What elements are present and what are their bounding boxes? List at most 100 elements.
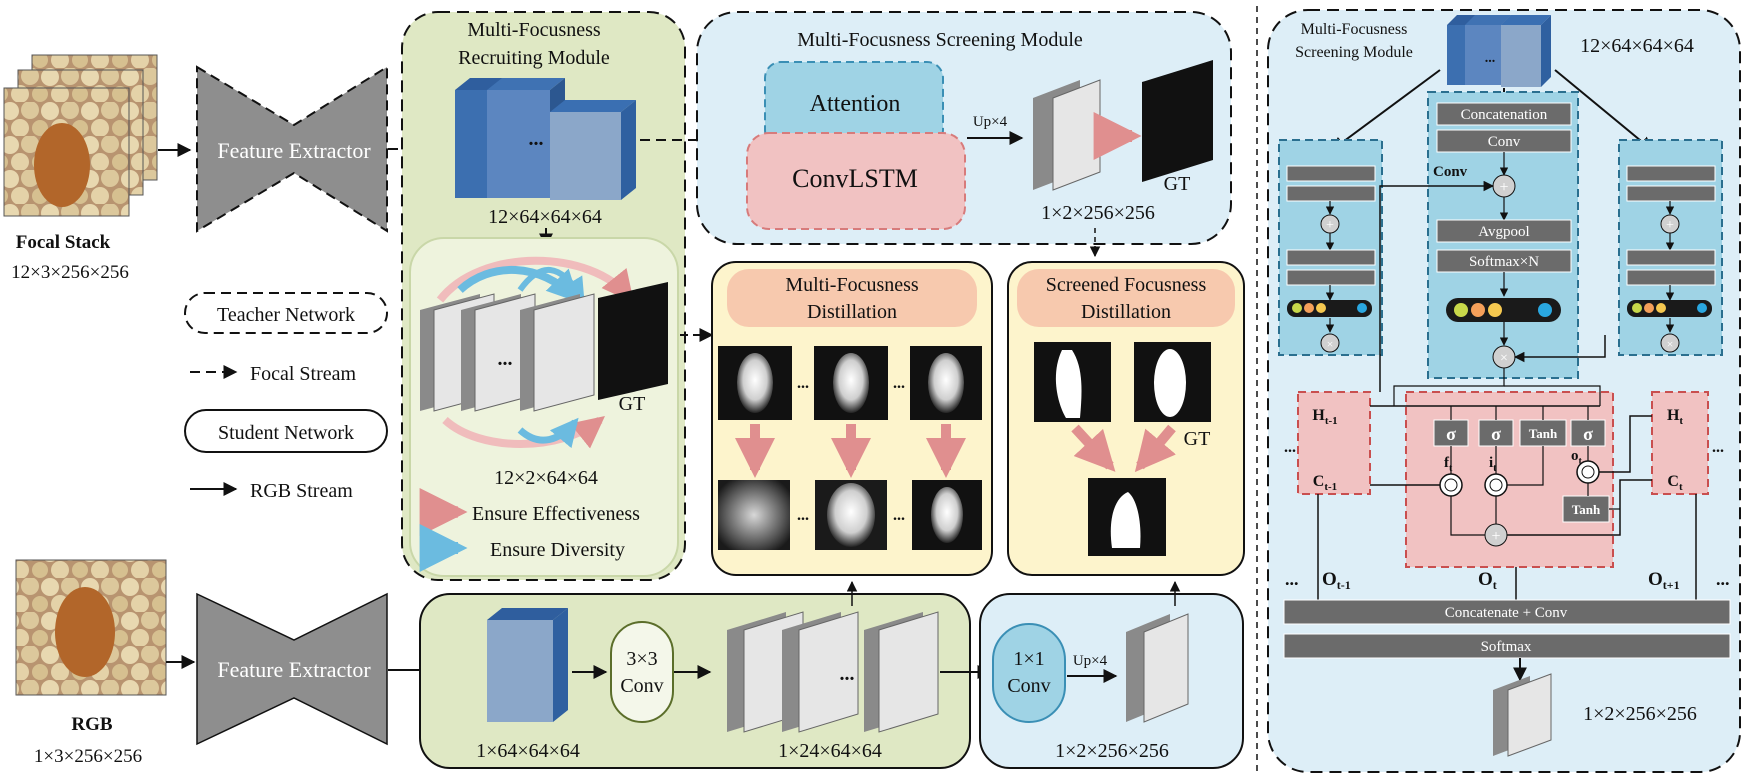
attention-label: Attention bbox=[810, 91, 901, 117]
sf-distillation-header bbox=[1017, 269, 1235, 327]
student-out-dim: 1×2×256×256 bbox=[1055, 740, 1169, 762]
i-gate-label: it bbox=[1489, 455, 1497, 474]
output-gate-sigma-label: σ bbox=[1583, 424, 1593, 444]
avgpool-label: Avgpool bbox=[1478, 224, 1529, 240]
convlstm-label: ConvLSTM bbox=[792, 164, 918, 193]
detail-arrow-left bbox=[1330, 69, 1441, 151]
sf-arrow-left bbox=[1071, 424, 1116, 472]
svg-text:+: + bbox=[1666, 218, 1674, 233]
conv3x3-label-1: 3×3 bbox=[626, 648, 657, 670]
output-tanh-label: Tanh bbox=[1572, 502, 1601, 517]
detail-arrow-right bbox=[1554, 69, 1654, 151]
mf-top-ellipsis-2: ... bbox=[893, 375, 905, 392]
student-output-maps bbox=[1126, 613, 1189, 723]
concat-conv-label: Concatenate + Conv bbox=[1445, 605, 1568, 621]
input-mult-icon bbox=[1484, 473, 1508, 497]
recruit-focus-maps bbox=[420, 282, 668, 412]
teacher-extractor-label: Feature Extractor bbox=[217, 138, 371, 163]
recruit-gt-label: GT bbox=[619, 393, 646, 415]
conv-skip-label: Conv bbox=[1433, 164, 1468, 180]
effectiveness-arc-top bbox=[436, 256, 635, 303]
mf-teacher-maps bbox=[718, 346, 982, 420]
focal-stack-images bbox=[3, 54, 158, 217]
c-prev-label: Ct-1 bbox=[1313, 473, 1337, 493]
effectiveness-arc-bottom bbox=[442, 416, 606, 449]
recruiting-title-1: Multi-Focusness bbox=[467, 19, 601, 41]
mult-feed-line bbox=[1513, 335, 1606, 363]
teacher-network-legend-box bbox=[184, 292, 388, 334]
screening-output-maps bbox=[1033, 60, 1213, 191]
conv1x1-label-2: Conv bbox=[1007, 675, 1050, 697]
recruit-maps-dim: 12×2×64×64 bbox=[494, 467, 598, 489]
candidate-tanh-label: Tanh bbox=[1529, 426, 1558, 441]
conv-box-label: Conv bbox=[1488, 134, 1521, 150]
o-t-label: Ot bbox=[1478, 569, 1497, 592]
softmax-label: Softmax bbox=[1481, 639, 1532, 655]
student-focus-maps bbox=[727, 611, 939, 733]
detail-out-dim: 1×2×256×256 bbox=[1583, 703, 1697, 725]
h-t-label: Ht bbox=[1667, 407, 1683, 427]
diversity-arc-bottom bbox=[517, 417, 579, 449]
sf-distill-title-2: Distillation bbox=[1081, 301, 1171, 323]
svg-text:+: + bbox=[1499, 179, 1508, 196]
teacher-feature-dim: 12×64×64×64 bbox=[488, 206, 602, 228]
student-network-legend: Student Network bbox=[218, 422, 354, 444]
teacher-feature-ellipsis: ... bbox=[529, 128, 544, 150]
attention-block bbox=[764, 61, 944, 147]
detail-output-maps bbox=[1493, 673, 1552, 757]
sf-distill-title-1: Screened Focusness bbox=[1046, 274, 1207, 296]
sf-gt-label: GT bbox=[1184, 428, 1211, 450]
teacher-network-legend: Teacher Network bbox=[217, 304, 355, 326]
o-prev-dots: ... bbox=[1285, 569, 1299, 589]
c-t-wire bbox=[1507, 479, 1652, 536]
student-maps-dim: 1×24×64×64 bbox=[778, 740, 882, 762]
rgb-dim: 1×3×256×256 bbox=[34, 746, 142, 767]
o-prev-label: Ot-1 bbox=[1322, 569, 1351, 592]
student-up-label: Up×4 bbox=[1073, 653, 1108, 669]
svg-text:+: + bbox=[1491, 528, 1500, 545]
detail-input-ellipsis: ... bbox=[1485, 51, 1496, 66]
o-gate-label: ot bbox=[1571, 448, 1583, 467]
prev-dots: ... bbox=[1284, 439, 1296, 456]
candidate-tanh bbox=[1519, 419, 1567, 447]
sf-distillation-panel bbox=[1007, 261, 1245, 576]
conv3x3-label-2: Conv bbox=[620, 675, 663, 697]
svg-text:×: × bbox=[1327, 337, 1334, 351]
sf-maps bbox=[1034, 342, 1211, 556]
student-feature-extractor bbox=[196, 592, 388, 746]
mf-distill-title-1: Multi-Focusness bbox=[785, 274, 919, 296]
detail-title-2: Screening Module bbox=[1295, 44, 1413, 61]
student-feature-block bbox=[487, 608, 568, 722]
forget-gate-sigma-label: σ bbox=[1446, 424, 1456, 444]
screening-gt-label: GT bbox=[1164, 173, 1191, 195]
right-cell-mult-icon bbox=[1660, 333, 1680, 353]
conv-skip-line bbox=[1379, 180, 1495, 392]
screening-out-dim: 1×2×256×256 bbox=[1041, 202, 1155, 224]
next-dots: ... bbox=[1712, 439, 1724, 456]
focal-stack-label: Focal Stack bbox=[16, 232, 111, 253]
softmax-box bbox=[1283, 633, 1731, 659]
detail-input-dim: 12×64×64×64 bbox=[1580, 35, 1694, 57]
student-extractor-label: Feature Extractor bbox=[217, 657, 371, 682]
concatenation-box bbox=[1436, 102, 1572, 126]
recruit-map-ellipsis: ... bbox=[498, 348, 513, 370]
screening-title: Multi-Focusness Screening Module bbox=[797, 29, 1083, 51]
detail-title-1: Multi-Focusness bbox=[1301, 21, 1408, 38]
student-map-ellipsis: ... bbox=[840, 663, 855, 685]
next-state-box bbox=[1651, 391, 1709, 495]
forget-gate-sigma bbox=[1433, 419, 1469, 447]
output-gate-sigma bbox=[1570, 419, 1606, 447]
teacher-feature-blocks bbox=[455, 78, 636, 200]
student-network-legend-box bbox=[184, 409, 388, 453]
conv3x3-block bbox=[610, 621, 674, 723]
conv1x1-label-1: 1×1 bbox=[1013, 648, 1044, 670]
diversity-arc-top-2 bbox=[517, 267, 585, 303]
mf-bottom-ellipsis-2: ... bbox=[893, 507, 905, 524]
student-feat-dim: 1×64×64×64 bbox=[476, 740, 580, 762]
prev-state-box bbox=[1297, 391, 1371, 495]
svg-text:×: × bbox=[1500, 351, 1508, 366]
rgb-stream-legend: RGB Stream bbox=[250, 480, 353, 502]
input-gate-sigma-label: σ bbox=[1491, 424, 1501, 444]
rgb-label: RGB bbox=[71, 714, 113, 735]
avgpool-box bbox=[1436, 219, 1572, 243]
